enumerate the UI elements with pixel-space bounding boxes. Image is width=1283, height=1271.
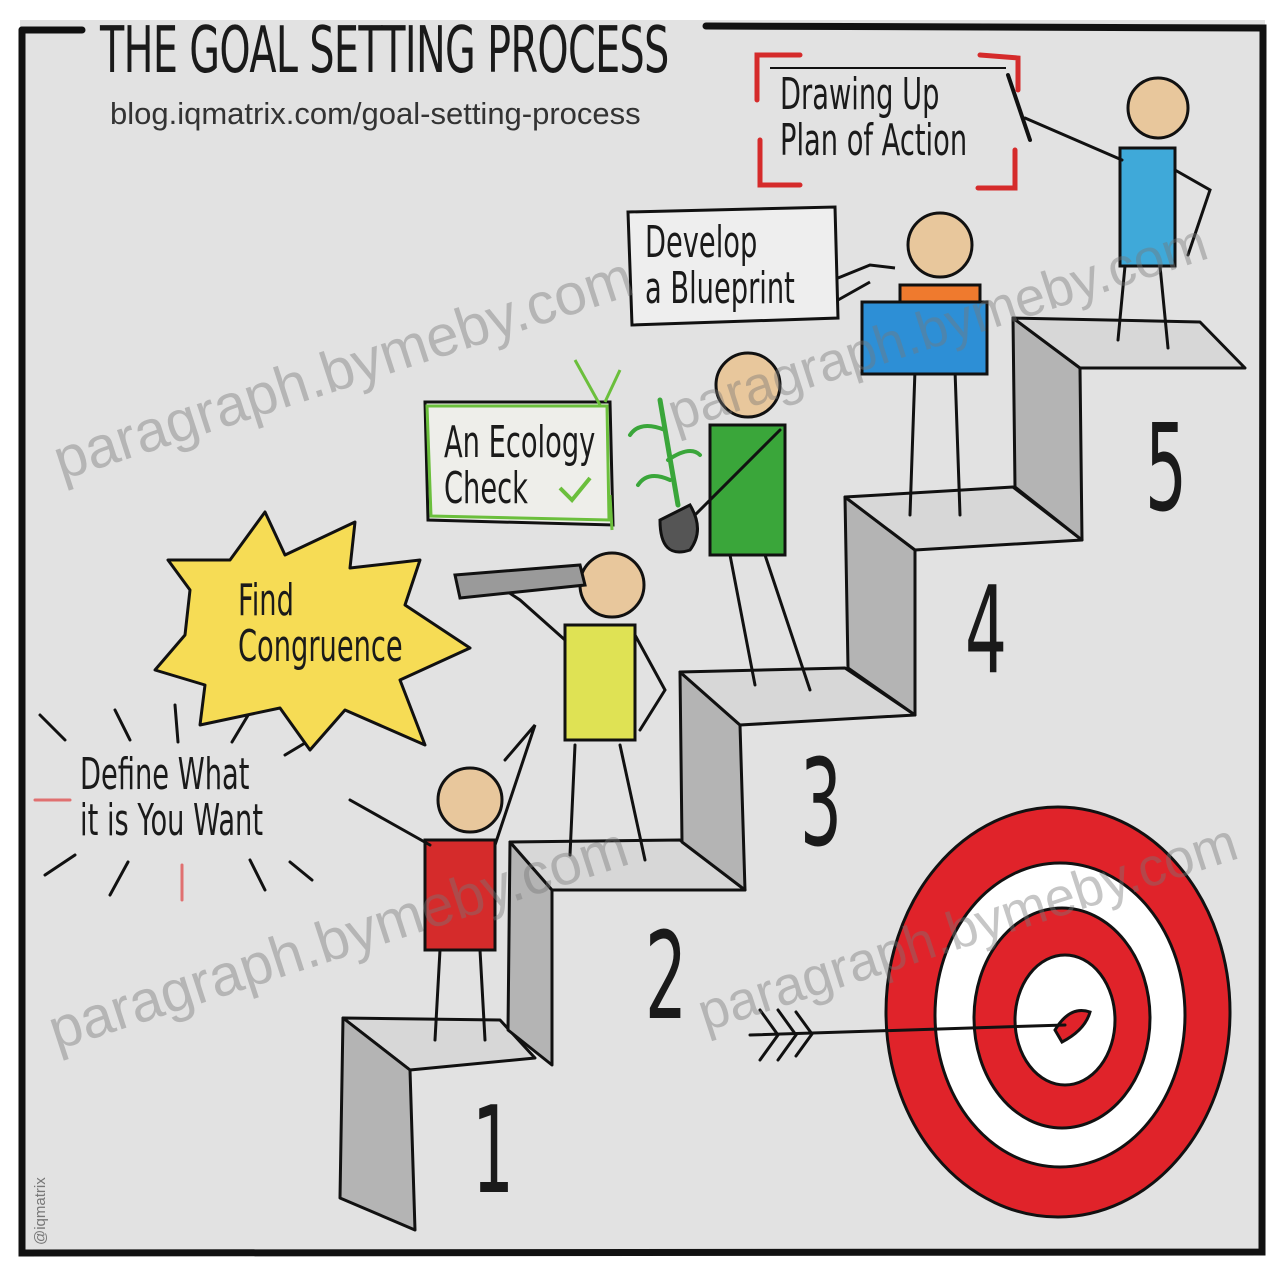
step-2-label-line-2: Congruence (238, 621, 403, 673)
step-number-2: 2 (645, 908, 687, 1047)
step-4-label-line-1: Develop (645, 217, 758, 268)
step-2-label-line-1: Find (238, 575, 294, 626)
staircase (338, 316, 1247, 1232)
step-number-5: 5 (1145, 400, 1187, 539)
step-5-label-line-1: Drawing Up (780, 69, 940, 120)
ecology-check-box (423, 359, 622, 531)
step-2-label: Find Congruence (238, 575, 403, 673)
source-url: blog.iqmatrix.com/goal-setting-process (110, 96, 641, 131)
arrow (748, 1008, 1067, 1062)
person-step-4 (860, 211, 989, 517)
congruence-starburst (153, 510, 472, 752)
step-5-label-line-2: Plan of Action (780, 115, 968, 167)
artist-credit: @iqmatrix (32, 1177, 49, 1245)
target-bullseye (884, 805, 1232, 1219)
step-3-label-line-2: Check (444, 463, 528, 515)
step-number-1: 1 (472, 1082, 514, 1221)
step-5-label: Drawing Up Plan of Action (780, 69, 968, 167)
step-number-4: 4 (965, 562, 1007, 701)
define-burst-lines (33, 703, 314, 902)
person-step-1 (348, 724, 537, 1042)
step-3-label: An Ecology Check (444, 417, 596, 515)
person-step-3 (628, 351, 812, 692)
person-step-5 (1006, 73, 1212, 350)
step-1-label: Define What it is You Want (80, 749, 264, 847)
step-4-label-line-2: a Blueprint (645, 263, 795, 315)
step-1-label-line-2: it is You Want (80, 795, 264, 847)
action-plan-corners (754, 52, 1021, 191)
frame-border (18, 22, 1267, 1257)
person-step-2 (453, 551, 667, 862)
step-1-label-line-1: Define What (80, 749, 250, 800)
step-number-3: 3 (800, 735, 842, 874)
blueprint-sheet (860, 300, 989, 376)
step-3-label-line-1: An Ecology (444, 417, 596, 468)
step-4-label: Develop a Blueprint (645, 217, 795, 315)
blueprint-box (626, 205, 896, 327)
page-title: THE GOAL SETTING PROCESS (100, 14, 669, 88)
